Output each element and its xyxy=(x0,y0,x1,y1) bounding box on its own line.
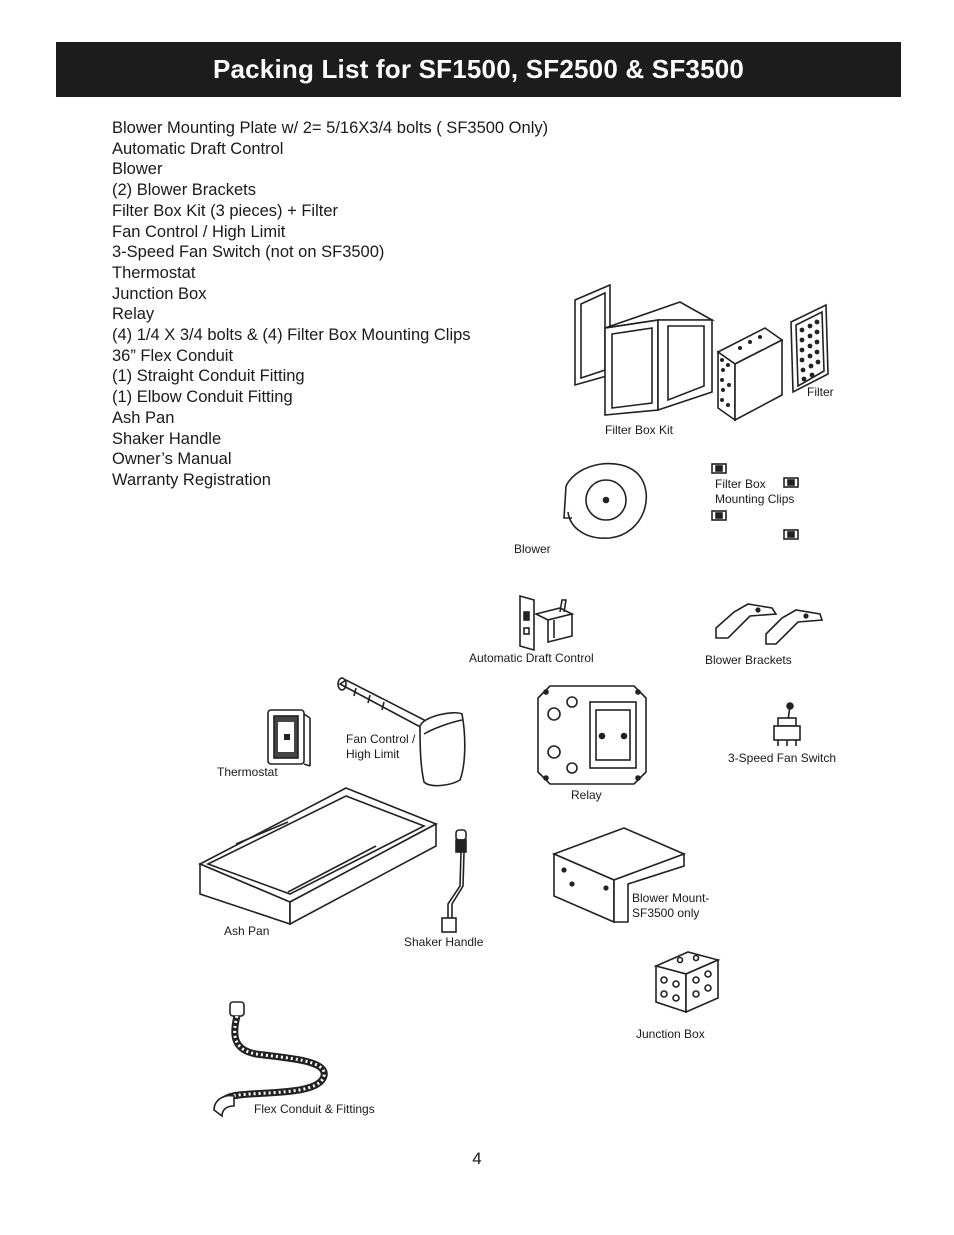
blower-brackets-illustration xyxy=(715,603,824,645)
mounting-clips-label-line-1: Filter Box xyxy=(715,477,766,491)
shaker-handle-illustration xyxy=(441,829,467,933)
title-banner: Packing List for SF1500, SF2500 & SF3500 xyxy=(56,42,901,97)
thermostat-illustration xyxy=(267,709,311,767)
blower-mount-illustration xyxy=(551,827,687,924)
shaker-handle-label: Shaker Handle xyxy=(404,935,484,949)
junction-box-illustration xyxy=(653,951,721,1014)
list-item: Automatic Draft Control xyxy=(112,139,284,158)
draft-control-label: Automatic Draft Control xyxy=(469,651,594,665)
fan-switch-illustration xyxy=(773,702,801,746)
flex-conduit-label: Flex Conduit & Fittings xyxy=(254,1102,375,1116)
list-item: (1) Elbow Conduit Fitting xyxy=(112,388,293,407)
blower-label: Blower xyxy=(514,542,551,556)
thermostat-label: Thermostat xyxy=(217,765,278,779)
filter-box-kit-illustration xyxy=(574,283,784,422)
page-title: Packing List for SF1500, SF2500 & SF3500 xyxy=(212,54,745,84)
list-item: Junction Box xyxy=(112,284,207,303)
filter-label: Filter xyxy=(807,385,834,399)
list-item: Fan Control / High Limit xyxy=(112,222,286,241)
list-item: 3-Speed Fan Switch (not on SF3500) xyxy=(112,243,385,262)
junction-box-label: Junction Box xyxy=(636,1027,705,1041)
fan-switch-label: 3-Speed Fan Switch xyxy=(728,751,837,765)
packing-list: Blower Mounting Plate w/ 2= 5/16X3/4 bol… xyxy=(112,118,548,491)
blower-illustration xyxy=(563,462,647,539)
list-item: 36” Flex Conduit xyxy=(112,346,234,365)
list-item: Ash Pan xyxy=(112,408,175,427)
mounting-clips-label-line-2: Mounting Clips xyxy=(715,492,795,506)
fan-control-label-line-2: High Limit xyxy=(346,747,400,761)
list-item: (2) Blower Brackets xyxy=(112,181,256,200)
fan-control-label-line-1: Fan Control / xyxy=(346,732,416,746)
flex-conduit-illustration xyxy=(213,1001,328,1118)
list-item: Thermostat xyxy=(112,263,196,282)
filter-box-kit-label: Filter Box Kit xyxy=(605,423,674,437)
list-item: (4) 1/4 X 3/4 bolts & (4) Filter Box Mou… xyxy=(112,326,471,345)
mounting-clips-illustration xyxy=(711,463,799,540)
draft-control-illustration xyxy=(519,594,575,652)
blower-brackets-label: Blower Brackets xyxy=(705,653,792,667)
list-item: Blower xyxy=(112,160,163,179)
filter-illustration xyxy=(790,303,829,394)
list-item: Shaker Handle xyxy=(112,429,222,448)
list-item: Filter Box Kit (3 pieces) + Filter xyxy=(112,201,339,220)
relay-label: Relay xyxy=(571,788,602,802)
page-number: 4 xyxy=(472,1149,482,1168)
list-item: Blower Mounting Plate w/ 2= 5/16X3/4 bol… xyxy=(112,119,549,137)
list-item: Relay xyxy=(112,305,155,324)
ash-pan-label: Ash Pan xyxy=(224,924,270,938)
relay-illustration xyxy=(537,685,647,785)
fan-control-illustration xyxy=(337,677,466,787)
list-item: Warranty Registration xyxy=(112,470,271,489)
blower-mount-label-line-2: SF3500 only xyxy=(632,906,700,920)
list-item: (1) Straight Conduit Fitting xyxy=(112,367,305,386)
ash-pan-illustration xyxy=(198,787,438,926)
blower-mount-label-line-1: Blower Mount- xyxy=(632,891,710,905)
list-item: Owner’s Manual xyxy=(112,450,232,469)
